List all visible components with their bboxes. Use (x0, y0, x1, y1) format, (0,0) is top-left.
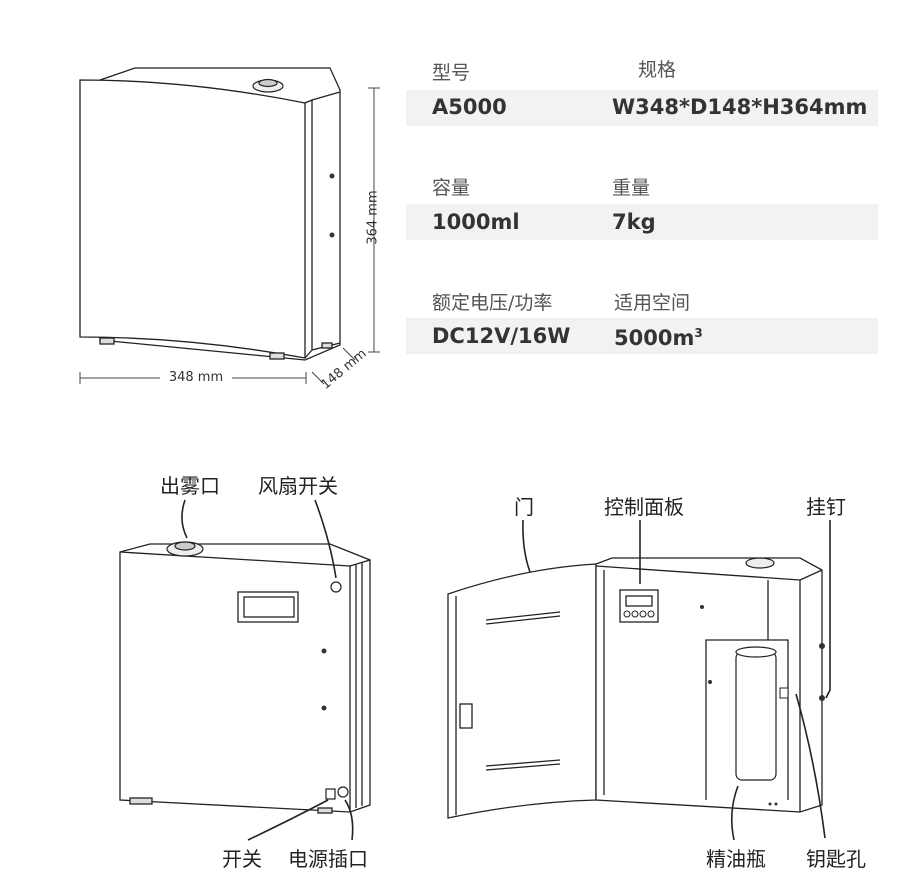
spec-value-area-main: 5000m (614, 326, 695, 350)
mist-outlet-knob (252, 78, 284, 93)
leader-keyhole (795, 693, 826, 839)
hanger-nail-icon (819, 643, 825, 649)
screw-icon (708, 680, 712, 684)
callout-mist-outlet: 出雾口 (160, 474, 220, 498)
control-buttons (623, 610, 655, 618)
callout-oil-bottle: 精油瓶 (706, 847, 766, 871)
callout-keyhole: 钥匙孔 (806, 847, 866, 871)
leader-fan-switch (314, 499, 337, 579)
mist-outlet-knob (745, 557, 775, 569)
mist-outlet-knob (166, 541, 204, 557)
leader-mist-outlet (181, 499, 188, 539)
callout-fan-switch: 风扇开关 (258, 474, 338, 498)
leader-power-socket (344, 799, 354, 841)
leader-oil-bottle (730, 785, 739, 841)
screw-icon (321, 648, 327, 654)
keyhole-icon (779, 687, 789, 699)
screw-icon (321, 705, 327, 711)
power-switch-icon (325, 788, 336, 800)
spec-label-model: 型号 (432, 62, 471, 84)
screw-icon (774, 802, 778, 806)
spec-value-capacity: 1000ml (432, 210, 520, 234)
spec-value-model: A5000 (432, 95, 507, 119)
width-dimension-label: 348 mm (168, 370, 224, 385)
power-socket-icon (337, 786, 349, 798)
leader-hanger (825, 520, 831, 699)
spec-label-capacity: 容量 (432, 177, 471, 199)
spec-label-power: 额定电压/功率 (432, 292, 553, 314)
callout-door: 门 (514, 495, 534, 519)
spec-value-size: W348*D148*H364mm (612, 95, 868, 119)
spec-band-3 (406, 318, 878, 354)
spec-value-area: 5000m3 (614, 326, 703, 350)
depth-dimension-line (311, 347, 356, 385)
screw-icon (329, 232, 335, 238)
callout-power-socket: 电源插口 (288, 847, 368, 871)
hanger-nail-icon (819, 695, 825, 701)
spec-label-size: 规格 (638, 59, 677, 81)
fan-switch-icon (330, 581, 342, 593)
leader-door (522, 519, 531, 573)
leader-switch (247, 799, 329, 841)
callout-hanger: 挂钉 (806, 495, 846, 519)
width-dimension-line (79, 372, 307, 384)
spec-label-weight: 重量 (612, 177, 651, 199)
oil-bottle (735, 646, 777, 781)
callout-switch: 开关 (222, 847, 262, 871)
spec-band-1 (406, 90, 878, 126)
height-dimension-line (368, 87, 380, 353)
spec-value-weight: 7kg (612, 210, 656, 234)
spec-band-2 (406, 204, 878, 240)
screw-icon (700, 605, 704, 609)
cabinet-body (79, 67, 341, 361)
spec-label-area: 适用空间 (614, 292, 691, 314)
callout-control-panel: 控制面板 (604, 495, 684, 519)
screw-icon (329, 173, 335, 179)
screw-icon (768, 802, 772, 806)
spec-value-power: DC12V/16W (432, 324, 571, 348)
spec-value-area-sup: 3 (694, 326, 703, 340)
